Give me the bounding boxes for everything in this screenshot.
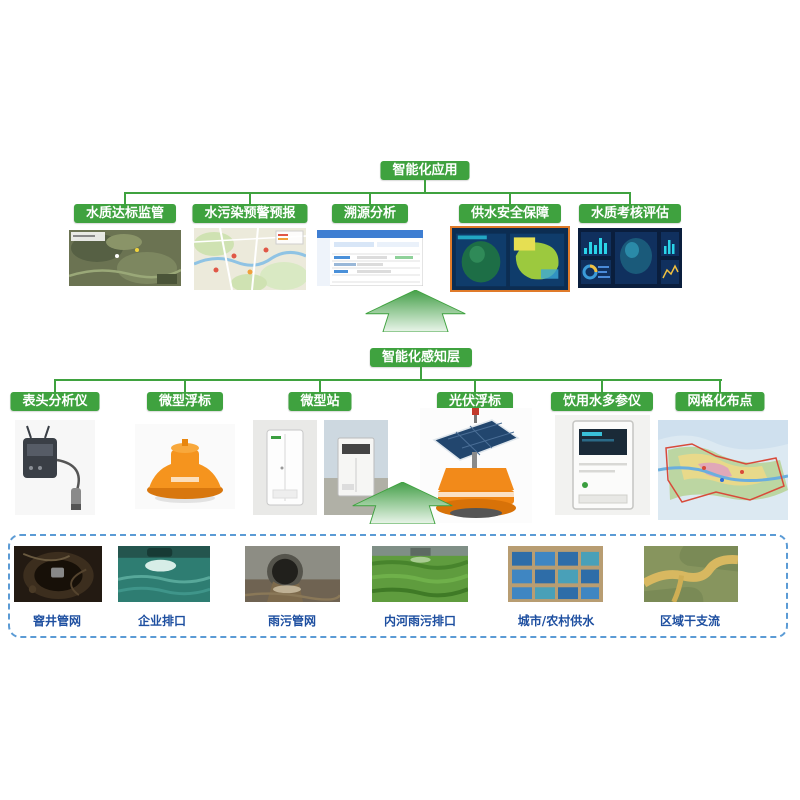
connector-line: [249, 192, 251, 204]
connector-line: [124, 192, 126, 204]
regional-streams-photo: [644, 546, 738, 602]
drinking-water-analyzer-image: [555, 415, 650, 515]
connector-line: [420, 367, 422, 379]
river-outlet-photo: [372, 546, 468, 602]
satellite-map-image: [69, 230, 181, 286]
manhole-network-photo: [14, 546, 102, 602]
connector-line: [424, 180, 426, 192]
micro-buoy-image: [135, 424, 235, 509]
connector-line: [629, 192, 631, 204]
pollution-warning-map-image: [194, 228, 306, 290]
rain-sewage-pipe-photo: [245, 546, 340, 602]
connector-line: [369, 192, 371, 204]
water-supply-dashboard-image: [450, 226, 570, 292]
connector-line: [319, 379, 321, 392]
source-item-label: 城市/农村供水: [517, 614, 595, 628]
app-item-label: 水质考核评估: [578, 204, 682, 223]
connector-line: [184, 379, 186, 392]
app-layer-title: 智能化应用: [380, 161, 470, 180]
connector-line: [601, 379, 603, 392]
perception-item-label: 微型站: [288, 392, 352, 411]
app-item-label: 溯源分析: [331, 204, 409, 223]
perception-layer-title: 智能化感知层: [369, 348, 473, 367]
source-item-label: 企业排口: [137, 614, 187, 628]
trace-analysis-dashboard-image: [317, 230, 423, 286]
connector-line: [55, 379, 722, 381]
app-item-label: 供水安全保障: [458, 204, 562, 223]
grid-layout-map-image: [658, 420, 788, 520]
perception-item-label: 表头分析仪: [10, 392, 100, 411]
assessment-dashboard-image: [578, 228, 682, 288]
perception-item-label: 饮用水多参仪: [550, 392, 654, 411]
connector-line: [719, 379, 721, 392]
connector-line: [54, 379, 56, 392]
connector-line: [474, 379, 476, 392]
perception-item-label: 微型浮标: [146, 392, 224, 411]
urban-rural-water-supply-photo: [508, 546, 603, 602]
source-item-label: 区域干支流: [659, 614, 721, 628]
connector-line: [509, 192, 511, 204]
connector-line: [125, 192, 631, 194]
source-layer-box: [8, 534, 788, 638]
solar-buoy-image: [420, 408, 532, 523]
up-arrow-icon: [345, 482, 460, 524]
source-item-label: 窨井管网: [32, 614, 82, 628]
perception-item-label: 光伏浮标: [436, 392, 514, 411]
source-item-label: 雨污管网: [267, 614, 317, 628]
probe-analyzer-image: [15, 420, 95, 515]
source-item-label: 内河雨污排口: [383, 614, 457, 628]
app-item-label: 水质达标监管: [73, 204, 177, 223]
up-arrow-icon: [358, 290, 473, 332]
perception-item-label: 网格化布点: [675, 392, 765, 411]
app-item-label: 水污染预警预报: [192, 204, 308, 223]
enterprise-outlet-photo: [118, 546, 210, 602]
